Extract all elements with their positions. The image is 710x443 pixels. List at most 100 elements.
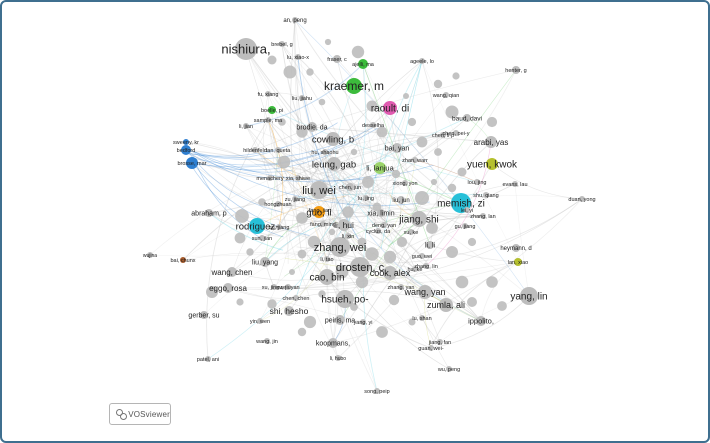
author-node[interactable] (186, 157, 198, 169)
author-node[interactable] (428, 345, 434, 351)
author-node[interactable] (330, 237, 350, 257)
author-node[interactable] (267, 175, 273, 181)
author-node[interactable] (326, 132, 340, 146)
author-node[interactable] (392, 143, 402, 153)
author-node[interactable] (412, 157, 418, 163)
author-node[interactable] (320, 221, 326, 227)
author-node[interactable] (299, 95, 305, 101)
author-node[interactable] (200, 311, 208, 319)
author-node[interactable] (268, 106, 276, 114)
author-node[interactable] (310, 181, 328, 199)
author-node[interactable] (295, 175, 301, 181)
author-node[interactable] (264, 338, 270, 344)
author-node[interactable] (327, 157, 341, 171)
author-node[interactable] (227, 267, 237, 277)
author-node[interactable] (338, 219, 350, 231)
author-node[interactable] (275, 147, 281, 153)
author-node[interactable] (512, 244, 520, 252)
author-node[interactable] (370, 122, 376, 128)
author-node[interactable] (437, 339, 443, 345)
author-node[interactable] (336, 290, 354, 308)
author-node[interactable] (375, 228, 381, 234)
author-node[interactable] (419, 253, 425, 259)
author-node[interactable] (419, 315, 425, 321)
author-node[interactable] (235, 38, 257, 60)
author-node[interactable] (324, 256, 330, 262)
author-node[interactable] (260, 257, 270, 267)
author-node[interactable] (512, 181, 518, 187)
author-node[interactable] (292, 17, 298, 23)
author-node[interactable] (180, 257, 186, 263)
author-node[interactable] (350, 257, 370, 277)
author-node[interactable] (474, 179, 480, 185)
author-node[interactable] (412, 266, 418, 272)
author-node[interactable] (205, 356, 211, 362)
author-node[interactable] (279, 41, 285, 47)
author-node[interactable] (363, 195, 369, 201)
author-node[interactable] (464, 207, 470, 213)
author-node[interactable] (346, 183, 354, 191)
author-node[interactable] (377, 209, 385, 217)
author-node[interactable] (295, 54, 301, 60)
author-node[interactable] (512, 66, 520, 74)
author-node[interactable] (205, 209, 213, 217)
author-node[interactable] (439, 298, 453, 312)
author-node[interactable] (381, 222, 387, 228)
author-node[interactable] (259, 235, 265, 241)
author-node[interactable] (293, 295, 299, 301)
author-node[interactable] (252, 147, 258, 153)
author-node[interactable] (398, 284, 404, 290)
author-node[interactable] (284, 306, 294, 316)
author-node[interactable] (333, 55, 341, 63)
author-node[interactable] (383, 101, 397, 115)
author-node[interactable] (411, 211, 427, 227)
author-node[interactable] (402, 180, 408, 186)
author-node[interactable] (257, 318, 263, 324)
author-node[interactable] (243, 123, 249, 129)
author-node[interactable] (418, 285, 432, 299)
author-node[interactable] (514, 258, 522, 266)
author-node[interactable] (446, 366, 452, 372)
author-node[interactable] (313, 206, 325, 218)
author-node[interactable] (249, 218, 265, 234)
author-node[interactable] (374, 162, 386, 174)
author-node[interactable] (335, 355, 341, 361)
author-node[interactable] (453, 130, 459, 136)
author-node[interactable] (307, 122, 317, 132)
author-node[interactable] (579, 196, 585, 202)
author-node[interactable] (462, 223, 468, 229)
author-node[interactable] (485, 136, 497, 148)
author-node[interactable] (183, 139, 189, 145)
author-node[interactable] (486, 158, 498, 170)
author-node[interactable] (147, 252, 153, 258)
author-node[interactable] (285, 284, 291, 290)
author-node[interactable] (476, 316, 486, 326)
author-node[interactable] (423, 263, 429, 269)
author-node[interactable] (265, 117, 271, 123)
author-node[interactable] (322, 149, 328, 155)
author-node[interactable] (440, 132, 446, 138)
author-node[interactable] (383, 266, 397, 280)
node-layer[interactable] (147, 17, 585, 394)
author-node[interactable] (426, 241, 434, 249)
author-node[interactable] (463, 114, 471, 122)
author-node[interactable] (223, 283, 233, 293)
author-node[interactable] (181, 145, 191, 155)
author-node[interactable] (328, 338, 338, 348)
author-node[interactable] (419, 58, 425, 64)
author-node[interactable] (292, 196, 298, 202)
author-node[interactable] (360, 319, 366, 325)
author-node[interactable] (397, 196, 405, 204)
author-node[interactable] (265, 91, 271, 97)
author-node[interactable] (443, 92, 449, 98)
author-node[interactable] (276, 224, 282, 230)
author-node[interactable] (275, 201, 281, 207)
author-node[interactable] (374, 388, 380, 394)
author-node[interactable] (480, 213, 486, 219)
author-node[interactable] (408, 229, 414, 235)
author-node[interactable] (271, 284, 277, 290)
author-node[interactable] (483, 192, 489, 198)
author-node[interactable] (520, 287, 538, 305)
